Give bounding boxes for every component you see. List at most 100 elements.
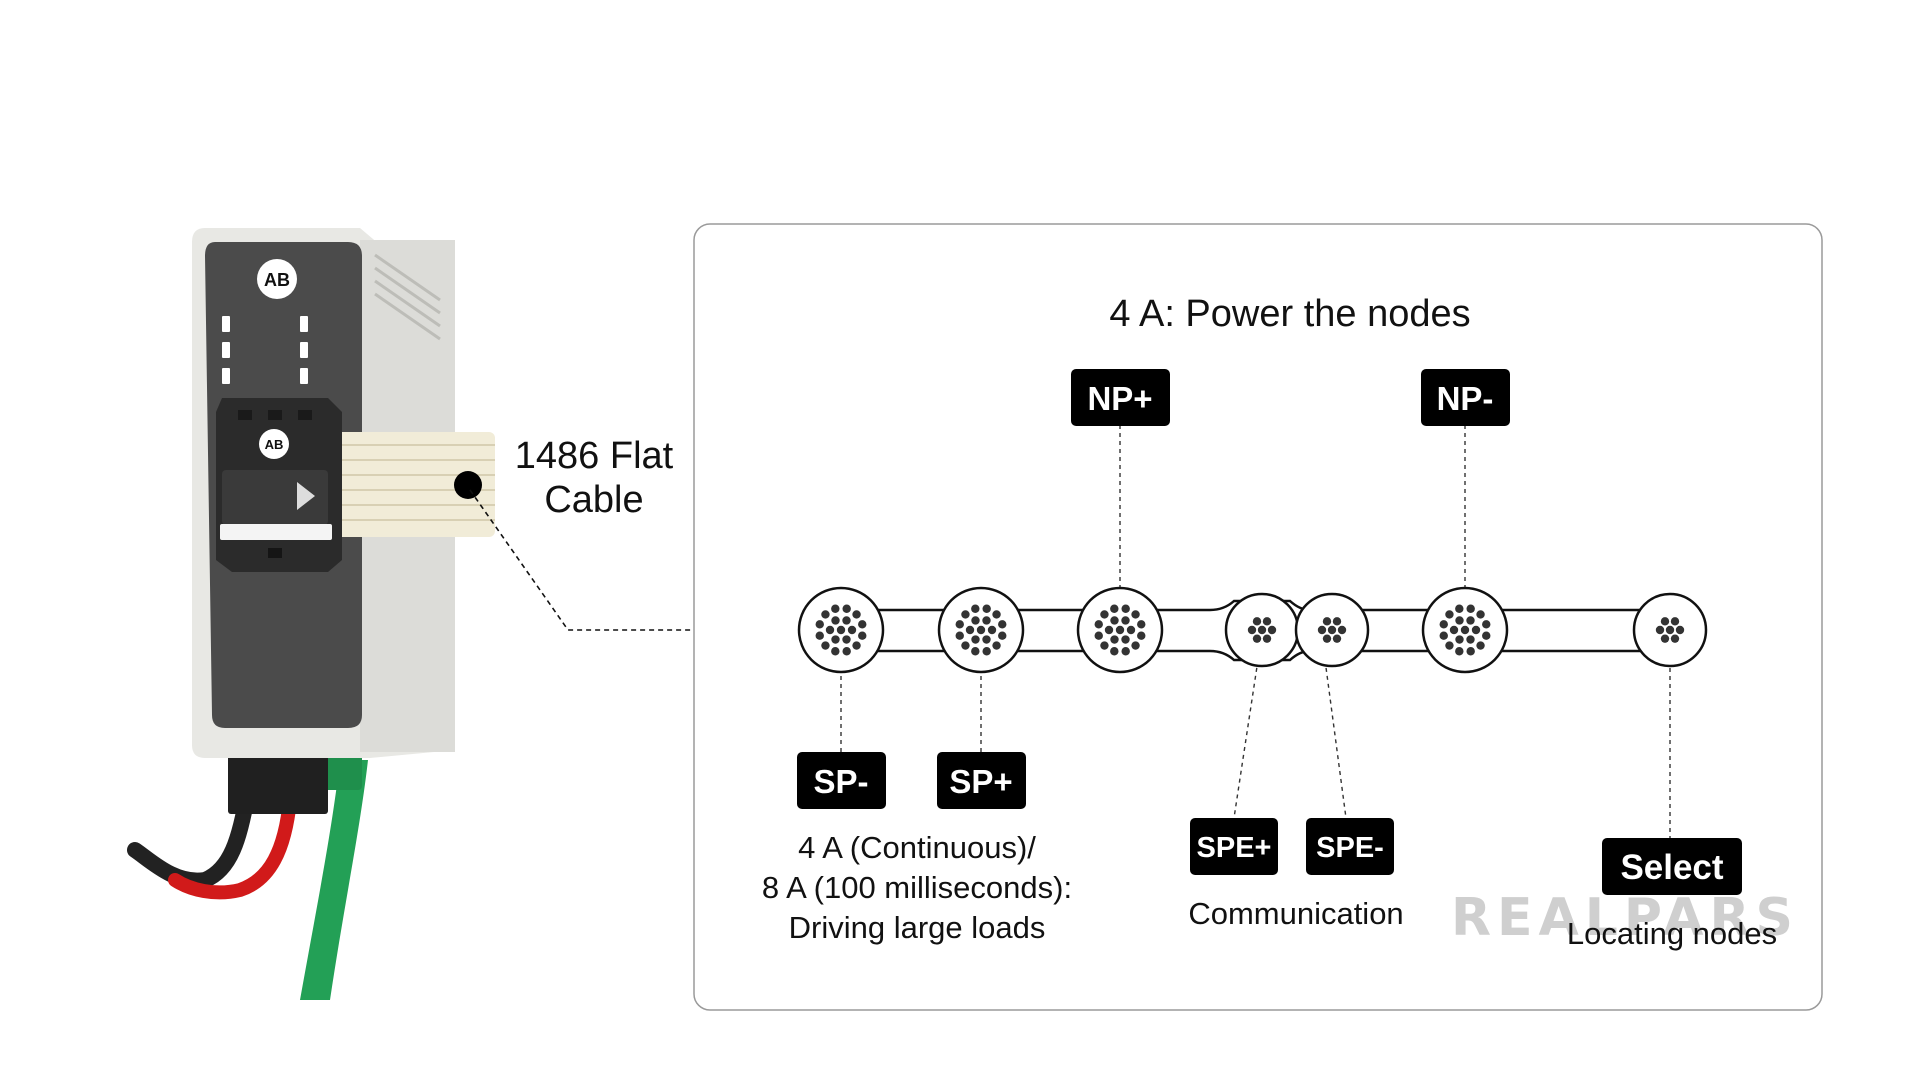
diagram-title: 4 A: Power the nodes xyxy=(1109,293,1470,335)
conductor-strand xyxy=(1670,617,1680,626)
ab-logo-text: AB xyxy=(264,270,290,290)
conductor-strand xyxy=(825,625,835,635)
cable-label-line1: 1486 Flat xyxy=(515,435,674,477)
conductor-strand xyxy=(1439,631,1448,640)
conductor-strand xyxy=(955,620,964,629)
conductor-strand xyxy=(1322,617,1332,626)
conductor-strand xyxy=(961,641,970,650)
conductor-strand xyxy=(971,647,980,656)
play-arrow-icon xyxy=(297,482,315,510)
conductor-strand xyxy=(1121,647,1130,656)
conductor-strand xyxy=(1482,631,1491,640)
power-wire-red xyxy=(168,793,297,900)
conductor-strand xyxy=(1094,631,1103,640)
conductor-strand xyxy=(1445,641,1454,650)
tag-sp-plus: SP+ xyxy=(937,752,1026,809)
conductor-strand xyxy=(1094,620,1103,629)
conductor-strand xyxy=(815,620,824,629)
conductor-strand xyxy=(842,635,851,644)
conductor-strand xyxy=(982,616,991,625)
conductor-strand xyxy=(1482,620,1491,629)
tag-select-text: Select xyxy=(1620,848,1723,887)
conductor-strand xyxy=(971,616,980,625)
conductor-strand xyxy=(1327,625,1337,635)
conductor-strand xyxy=(965,625,975,635)
conductor-group xyxy=(797,586,1708,674)
tag-np-minus-text: NP- xyxy=(1437,380,1494,417)
conductor-strand xyxy=(847,625,857,635)
caption-communication: Communication xyxy=(1188,896,1403,931)
clamp-label-strip xyxy=(220,524,332,540)
conductor-strand xyxy=(1460,625,1470,635)
conductor-strand xyxy=(852,610,861,619)
tag-np-minus: NP- xyxy=(1421,369,1510,426)
conductor-strand xyxy=(1445,610,1454,619)
status-leds xyxy=(222,316,308,384)
conductor-strand xyxy=(1121,635,1130,644)
conductor-strand xyxy=(1252,617,1262,626)
ethernet-cable xyxy=(300,760,368,1000)
clamp-window xyxy=(222,470,328,525)
conductor-strand xyxy=(1332,634,1342,643)
cable-callout-dot xyxy=(454,471,482,499)
tag-sp-minus-text: SP- xyxy=(813,763,868,800)
tag-spe-plus-text: SPE+ xyxy=(1197,832,1272,864)
conductor-strand xyxy=(1115,625,1125,635)
conductor-strand xyxy=(1660,617,1670,626)
conductor-strand xyxy=(1110,616,1119,625)
tag-sp-minus: SP- xyxy=(797,752,886,809)
conductor-strand xyxy=(1110,635,1119,644)
conductor-strand xyxy=(1322,634,1332,643)
flat-cable-ribbon xyxy=(330,432,495,537)
conductor-strand xyxy=(1476,641,1485,650)
conductor-strand xyxy=(955,631,964,640)
conductor-strand xyxy=(1317,625,1327,635)
conductor-strand xyxy=(961,610,970,619)
conductor-strand xyxy=(836,625,846,635)
conductor-strand xyxy=(1665,625,1675,635)
clamp-slots xyxy=(238,410,312,420)
conductor-strand xyxy=(1466,635,1475,644)
vent-slots xyxy=(374,253,441,341)
conductor-strand xyxy=(1252,634,1262,643)
conductor-strand xyxy=(1100,641,1109,650)
cable-label-line2: Cable xyxy=(544,479,643,521)
conductor-strand xyxy=(821,610,830,619)
conductor-strand xyxy=(1439,620,1448,629)
conductor-strand xyxy=(831,635,840,644)
conductor-strand xyxy=(1337,625,1347,635)
conductor-strand xyxy=(982,647,991,656)
conductor-strand xyxy=(1449,625,1459,635)
tag-np-plus-text: NP+ xyxy=(1087,380,1152,417)
conductor-strand xyxy=(1257,625,1267,635)
conductor-strand xyxy=(1670,634,1680,643)
terminal-plug xyxy=(228,752,328,814)
caption-locating: Locating nodes xyxy=(1567,916,1777,951)
conductor-strand xyxy=(982,635,991,644)
power-wire-black xyxy=(127,782,256,889)
conductor-strand xyxy=(1104,625,1114,635)
conductor-strand xyxy=(831,647,840,656)
conductor-strand xyxy=(1110,647,1119,656)
conductor-strand xyxy=(1121,604,1130,613)
tag-spe-plus: SPE+ xyxy=(1190,818,1278,875)
conductor-strand xyxy=(976,625,986,635)
conductor-strand xyxy=(1675,625,1685,635)
conductor-strand xyxy=(1332,617,1342,626)
conductor-strand xyxy=(842,647,851,656)
conductor-strand xyxy=(1466,616,1475,625)
conductor-strand xyxy=(1455,635,1464,644)
conductor-strand xyxy=(1262,634,1272,643)
conductor-strand xyxy=(1137,620,1146,629)
conductor-strand xyxy=(1131,641,1140,650)
conductor-strand xyxy=(971,604,980,613)
conductor-strand xyxy=(1110,604,1119,613)
caption-sp-line1: 4 A (Continuous)/ xyxy=(798,830,1036,865)
conductor-strand xyxy=(831,604,840,613)
clamp-latch xyxy=(268,548,282,558)
caption-sp-line2: 8 A (100 milliseconds): xyxy=(762,870,1072,905)
conductor-strand xyxy=(1121,616,1130,625)
conductor-strand xyxy=(998,620,1007,629)
conductor-strand xyxy=(831,616,840,625)
